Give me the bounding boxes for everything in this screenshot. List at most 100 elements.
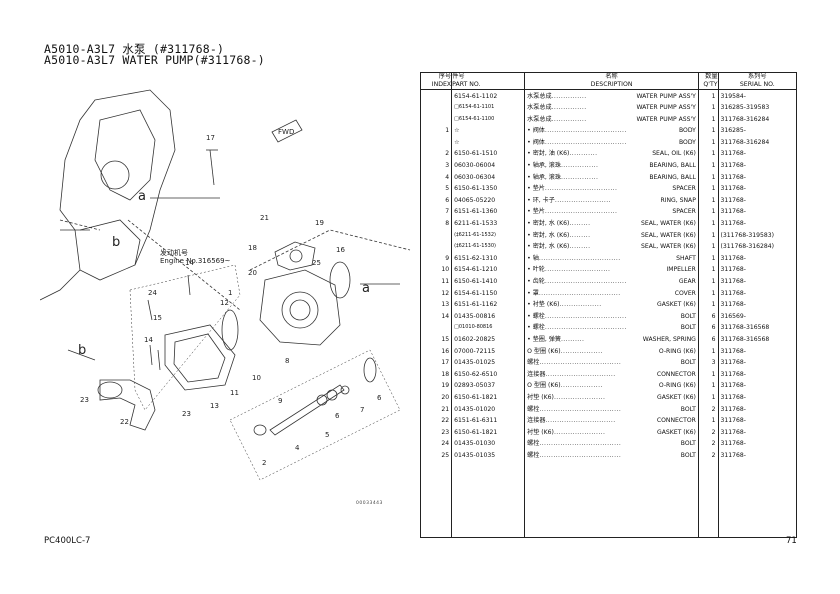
description-cn: 连接器 bbox=[527, 417, 546, 425]
cell-description: • 轴承, 滚珠................BEARING, BALL bbox=[524, 171, 699, 184]
description-cn: 衬垫 (K6) bbox=[527, 428, 554, 436]
cell-serial: 311768-316284 bbox=[717, 113, 798, 126]
cell-part-no: 6211-61-1533 bbox=[451, 217, 526, 230]
cell-qty: 2 bbox=[697, 438, 719, 450]
callout-16: 16 bbox=[336, 246, 345, 254]
cell-serial: 311768- bbox=[717, 252, 798, 265]
cell-description: 螺栓................................... BOL… bbox=[524, 403, 699, 416]
description-en: WATER PUMP ASS'Y bbox=[636, 115, 696, 123]
description-leader: ............... bbox=[551, 104, 587, 112]
cell-index: 24 bbox=[419, 438, 453, 450]
cell-part-no: 6154-61-1102 bbox=[451, 89, 526, 102]
cell-description: 连接器..............................CONNECT… bbox=[524, 415, 699, 427]
cell-index: 1 bbox=[419, 125, 453, 137]
description-cn: • 螺栓 bbox=[527, 312, 545, 320]
cell-serial: 311768- bbox=[717, 380, 798, 392]
cell-part-no: 02893-05037 bbox=[451, 380, 526, 392]
cell-qty: 1 bbox=[697, 368, 719, 381]
cell-description: • 垫片...............................SPACE… bbox=[524, 206, 699, 218]
cell-part-no: 6150-61-1510 bbox=[451, 148, 526, 160]
label-a-top: a bbox=[138, 189, 146, 204]
cell-serial: 311768- bbox=[717, 159, 798, 172]
cell-index: 14 bbox=[419, 310, 453, 323]
description-cn: • 垫圈, 弹簧 bbox=[527, 335, 561, 343]
cell-index: 15 bbox=[419, 333, 453, 346]
cell-serial: 311768- bbox=[717, 391, 798, 404]
description-en: WATER PUMP ASS'Y bbox=[636, 92, 696, 100]
cell-description: • 密封, 水 (K6).........SEAL, WATER (K6) bbox=[524, 217, 699, 230]
description-cn: • 环, 卡子 bbox=[527, 196, 555, 204]
callout-3: 5 bbox=[325, 431, 329, 439]
cell-index: 25 bbox=[419, 449, 453, 462]
description-cn: • 齿轮 bbox=[527, 278, 545, 285]
cell-description: • 螺栓...................................B… bbox=[524, 322, 699, 334]
callout-10: 10 bbox=[252, 374, 261, 382]
cell-qty: 6 bbox=[697, 333, 719, 346]
cell-part-no: 01435-00816 bbox=[451, 310, 526, 323]
callout-14: 14 bbox=[144, 336, 153, 344]
label-b-lower: b bbox=[78, 343, 86, 358]
cell-serial: 311768- bbox=[717, 217, 798, 230]
cell-index: 22 bbox=[419, 415, 453, 427]
cell-description: • 叶轮............................IMPELLER bbox=[524, 264, 699, 276]
table-row: □01010-80816• 螺栓........................… bbox=[419, 322, 798, 334]
cell-description: 螺栓...................................BOL… bbox=[524, 357, 699, 369]
description-en: BOLT bbox=[680, 359, 696, 367]
page-number: 71 bbox=[786, 536, 797, 546]
table-row: 1☆• 阀体..................................… bbox=[419, 125, 798, 137]
callout-23-left: 23 bbox=[80, 396, 89, 404]
cell-part-no: 6151-62-1310 bbox=[451, 252, 526, 265]
description-leader: ................................... bbox=[539, 405, 622, 413]
description-en: BOLT bbox=[680, 405, 696, 413]
cell-qty: 1 bbox=[697, 275, 719, 288]
description-cn: 螺栓 bbox=[527, 405, 540, 413]
cell-qty: 1 bbox=[697, 183, 719, 195]
description-leader: .................. bbox=[559, 301, 602, 309]
page-title-cn: A5010-A3L7 水泵 (#311768-) bbox=[44, 42, 225, 56]
cell-index bbox=[419, 113, 453, 126]
cell-index: 19 bbox=[419, 380, 453, 392]
cell-index: 12 bbox=[419, 287, 453, 300]
cell-serial: 311768- bbox=[717, 438, 798, 450]
description-en: SEAL, WATER (K6) bbox=[640, 231, 696, 239]
callout-6: 6 bbox=[377, 394, 382, 402]
description-leader: ................................... bbox=[539, 359, 622, 367]
description-en: BOLT bbox=[680, 312, 696, 320]
cell-serial: 311768- bbox=[717, 183, 798, 195]
callout-14-top: 14 bbox=[185, 259, 194, 267]
cell-description: 水泵总成...............WATER PUMP ASS'Y bbox=[524, 113, 699, 126]
cell-description: • 齿轮...................................G… bbox=[524, 275, 699, 288]
cell-index bbox=[419, 229, 453, 242]
page-title-en: A5010-A3L7 WATER PUMP(#311768-) bbox=[44, 53, 265, 67]
cell-serial: 311768-316568 bbox=[717, 333, 798, 346]
table-row: (‡6211-61-1530)• 密封, 水 (K6).........SEAL… bbox=[419, 241, 798, 253]
cell-qty: 1 bbox=[697, 113, 719, 126]
exploded-parts-diagram: FWD a a b b 发动机号 Engine No.316569~ 17 21… bbox=[39, 80, 420, 520]
description-en: SEAL, WATER (K6) bbox=[640, 243, 696, 251]
table-row: ☆• 阀体...................................… bbox=[419, 136, 798, 149]
cell-index: 11 bbox=[419, 275, 453, 288]
description-en: WASHER, SPRING bbox=[642, 335, 696, 343]
cell-description: 连接器..............................CONNECT… bbox=[524, 368, 699, 381]
cell-part-no: 6151-61-1360 bbox=[451, 206, 526, 218]
cell-index: 17 bbox=[419, 357, 453, 369]
description-en: SPACER bbox=[672, 208, 696, 216]
cell-part-no: □01010-80816 bbox=[451, 322, 526, 334]
description-cn: O 型圈 (K6) bbox=[527, 347, 561, 355]
description-leader: ................................... bbox=[538, 254, 621, 262]
cell-serial: 311768- bbox=[717, 449, 798, 462]
cell-description: • 环, 卡子........................RING, SNA… bbox=[524, 194, 699, 207]
description-en: BOLT bbox=[680, 451, 696, 459]
cell-description: O 型圈 (K6)..................O-RING (K6) bbox=[524, 345, 699, 358]
cell-part-no: ☆ bbox=[451, 136, 526, 149]
